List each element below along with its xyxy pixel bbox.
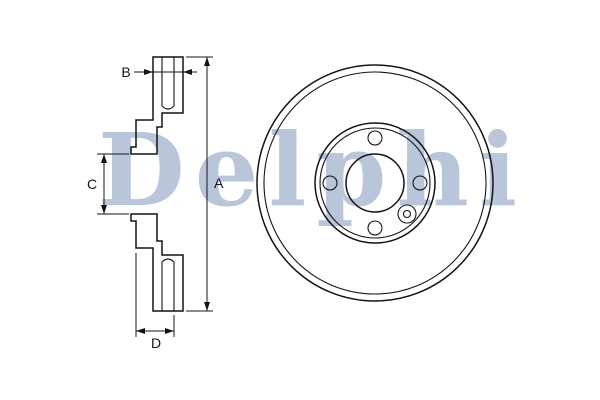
dim-d-label: D xyxy=(151,335,161,351)
outer-diameter-circle xyxy=(256,64,494,302)
locating-hole xyxy=(397,204,417,224)
dimension-b: B xyxy=(121,64,197,80)
rim-chamfer-circle xyxy=(263,71,487,295)
front-view xyxy=(256,64,494,302)
section-view xyxy=(130,56,184,312)
bolt-hole-right xyxy=(412,175,428,191)
dimension-a: A xyxy=(186,56,224,312)
dimension-d: D xyxy=(135,253,175,351)
section-outline-bottom xyxy=(130,213,184,312)
dimensions: B A C D xyxy=(87,56,224,351)
dim-c-label: C xyxy=(87,176,97,192)
vent-slot-top xyxy=(161,57,175,110)
bolt-hole-top xyxy=(367,130,383,146)
bolt-hole-left xyxy=(322,175,338,191)
center-bore-circle xyxy=(345,153,405,213)
bolt-hole-bottom xyxy=(367,220,383,236)
brand-watermark: Delphi xyxy=(98,111,527,229)
bolt-holes xyxy=(322,130,428,236)
dimension-c: C xyxy=(87,153,129,215)
dim-a-label: A xyxy=(214,175,224,191)
dim-b-label: B xyxy=(121,64,130,80)
section-outline-top xyxy=(130,56,184,155)
locating-hole-ring xyxy=(397,204,417,224)
vent-slot-bottom xyxy=(161,258,175,311)
hub-hat-circle xyxy=(314,122,436,244)
locating-hole-pin xyxy=(402,209,412,219)
hub-inner-circle xyxy=(319,127,431,239)
